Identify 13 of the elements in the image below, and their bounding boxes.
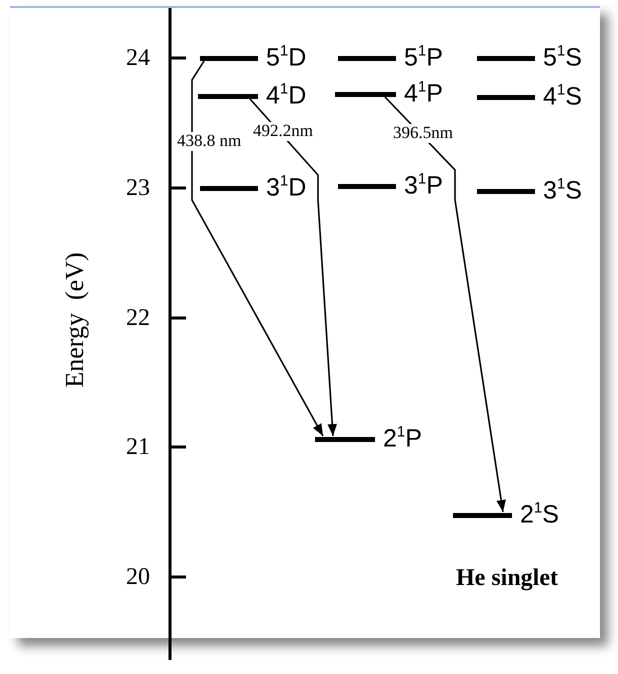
- tick-label: 20: [126, 565, 150, 589]
- tick-label: 22: [126, 306, 150, 330]
- tick-label: 24: [126, 46, 150, 70]
- diagram-label: He singlet: [456, 565, 558, 592]
- tick-label: 23: [126, 176, 150, 200]
- wavelength-label: 492.2nm: [252, 122, 314, 141]
- wavelength-label: 396.5nm: [392, 124, 454, 143]
- wavelength-label: 438.8 nm: [176, 132, 242, 151]
- tick-label: 21: [126, 435, 150, 459]
- transition-arrow: [249, 98, 338, 436]
- transition-arrow: [384, 96, 506, 512]
- transition-arrow: [191, 60, 324, 436]
- axis-title: Energy (eV): [62, 252, 88, 388]
